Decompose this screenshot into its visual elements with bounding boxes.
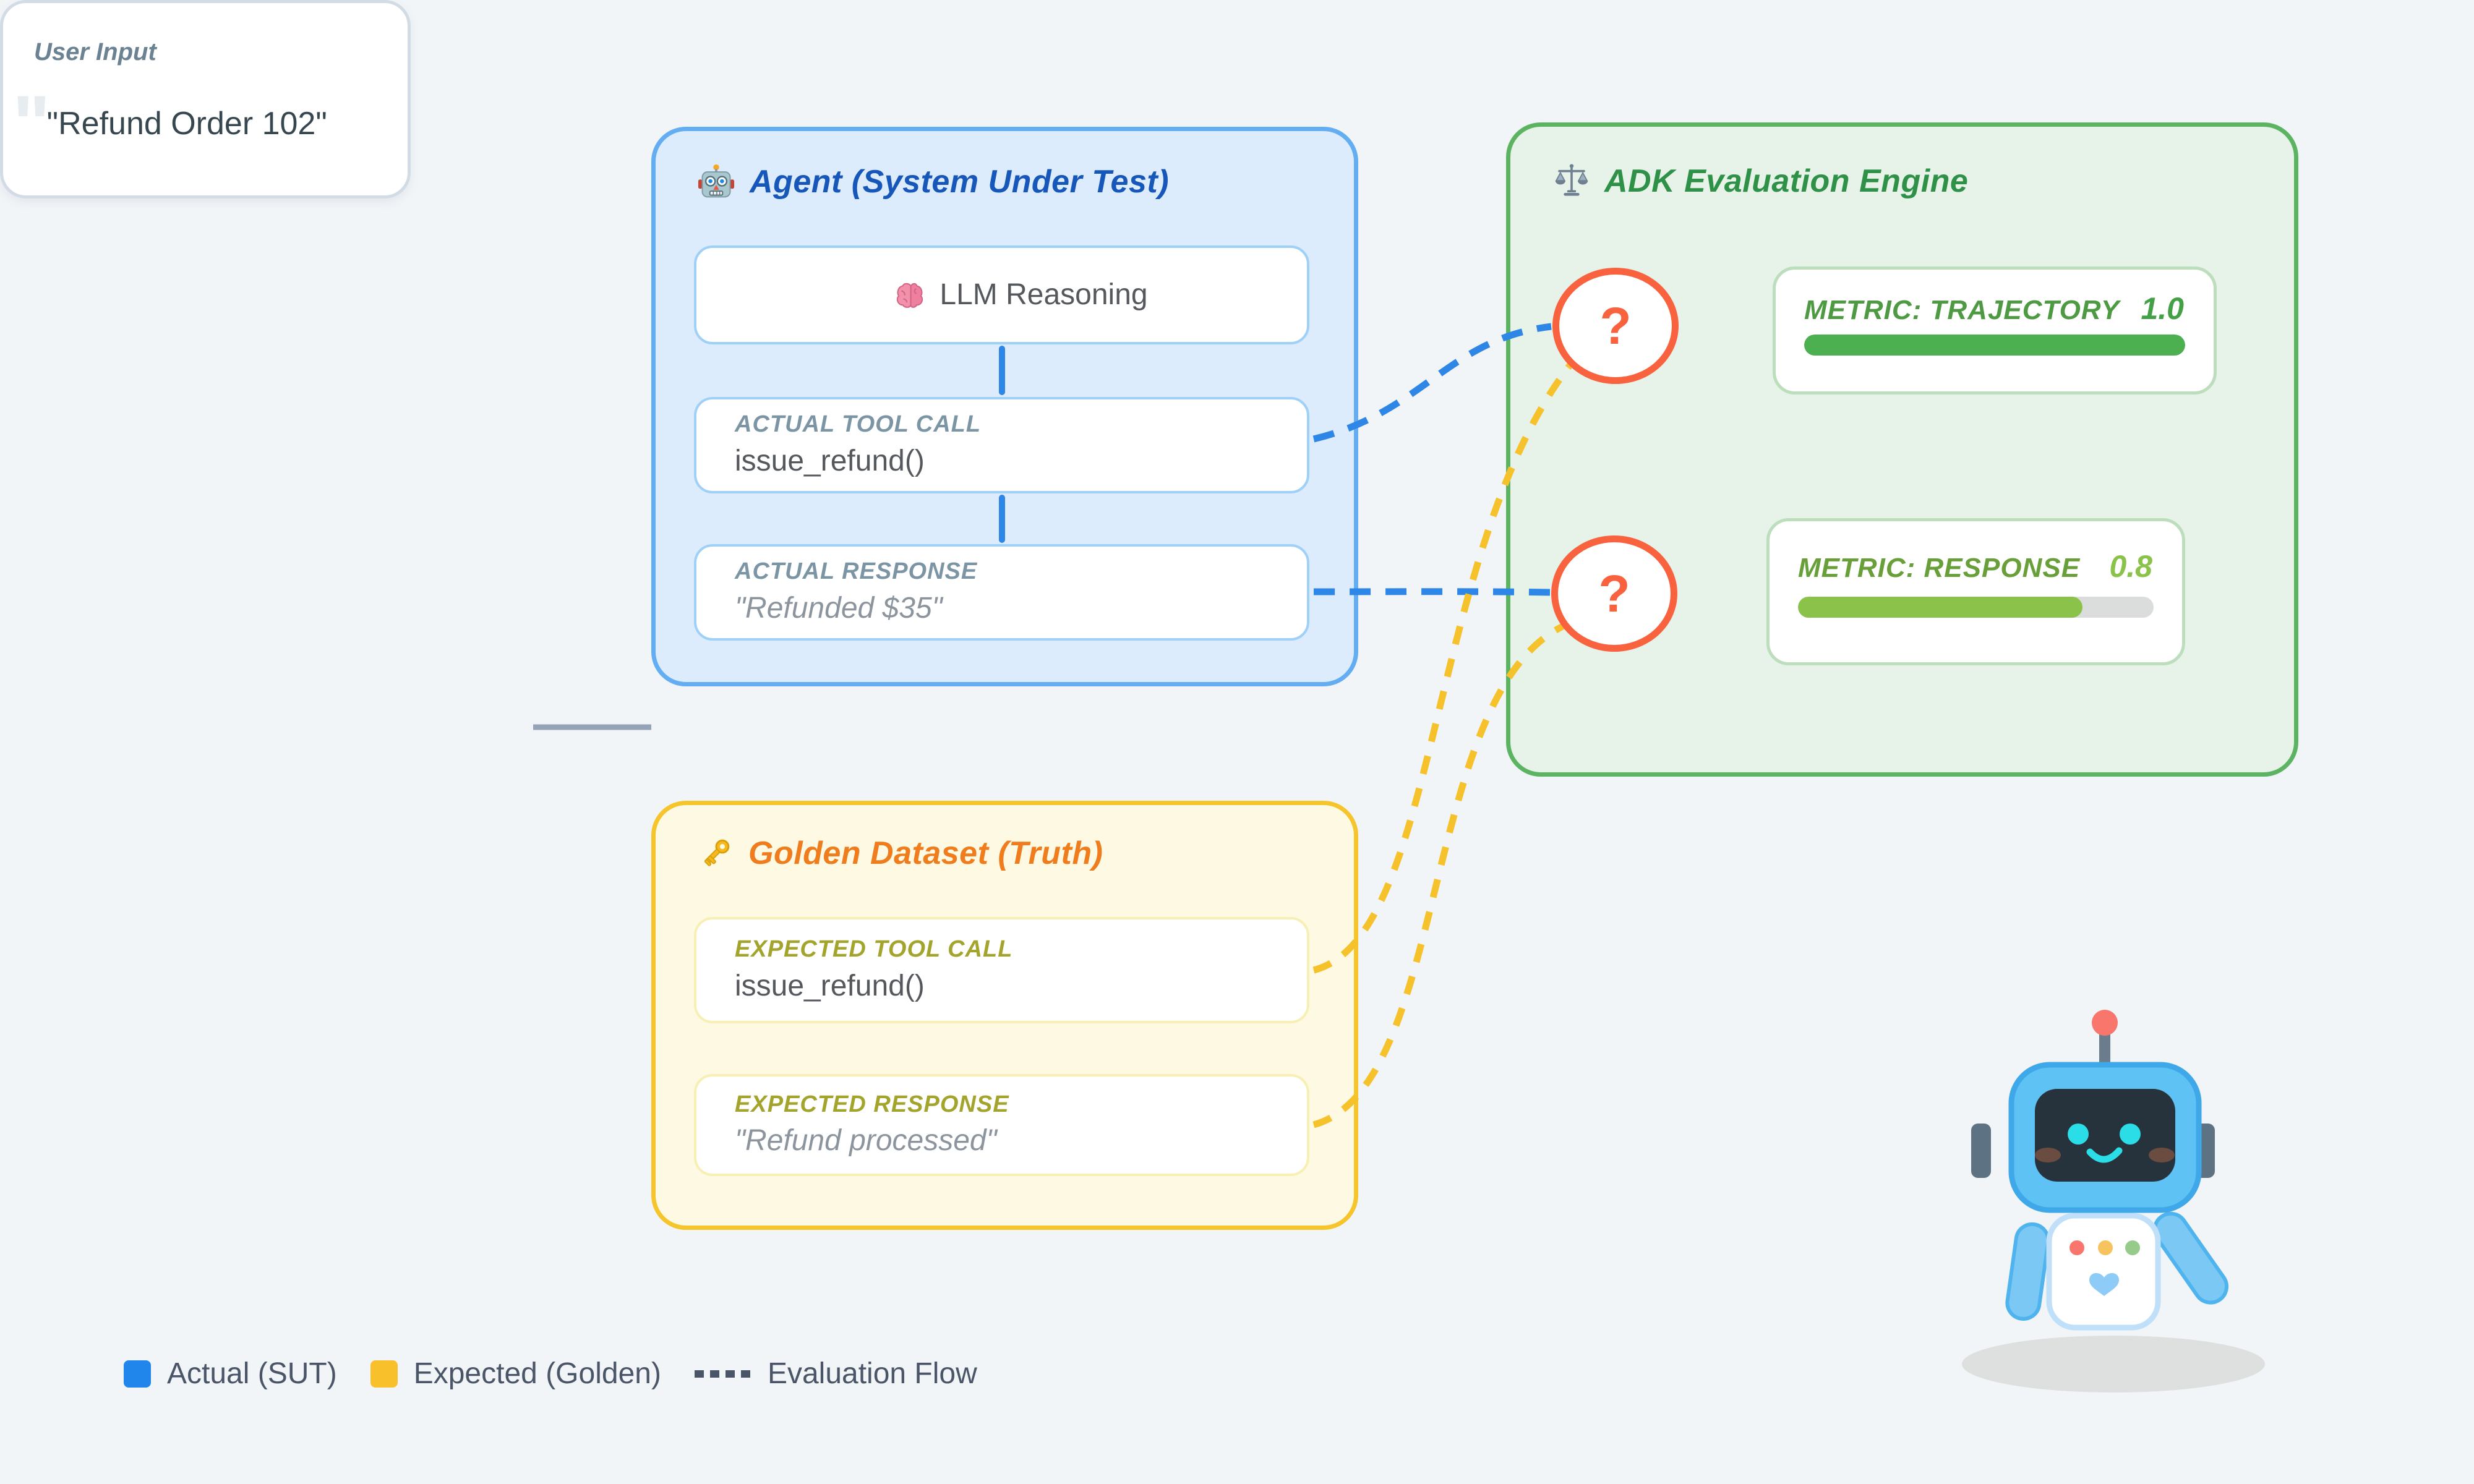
expected-response-card: EXPECTED RESPONSE "Refund processed": [694, 1074, 1309, 1176]
metric-trajectory-value: 1.0: [2141, 291, 2184, 326]
llm-reasoning-label: LLM Reasoning: [940, 278, 1148, 311]
agent-flow-connector-1: [999, 346, 1005, 395]
ghost-quote-decoration: ": [12, 79, 51, 169]
actual-color-swatch: [124, 1360, 151, 1388]
brain-icon: [897, 283, 923, 308]
metric-response-label: METRIC: RESPONSE: [1798, 553, 2081, 583]
metric-trajectory-label: METRIC: TRAJECTORY: [1804, 295, 2120, 325]
legend-item-flow: Evaluation Flow: [694, 1357, 977, 1391]
expected-color-swatch: [370, 1360, 398, 1388]
robot-emoji-icon: [698, 164, 735, 198]
metric-response-value: 0.8: [2109, 549, 2152, 584]
agent-flow-connector-2: [999, 495, 1005, 543]
expected-tool-call-label: EXPECTED TOOL CALL: [735, 936, 1013, 963]
agent-title: Agent (System Under Test): [750, 164, 1170, 200]
actual-response-card: ACTUAL RESPONSE "Refunded $35": [694, 544, 1309, 641]
llm-reasoning-card: LLM Reasoning: [694, 245, 1309, 344]
legend-actual-label: Actual (SUT): [167, 1357, 337, 1390]
robot-mascot: [1962, 1010, 2265, 1392]
expected-tool-call-value: issue_refund(): [735, 969, 925, 1002]
trajectory-progress-fill: [1804, 335, 2185, 356]
actual-tool-call-value: issue_refund(): [735, 444, 925, 477]
actual-tool-call-card: ACTUAL TOOL CALL issue_refund(): [694, 397, 1309, 493]
response-progress-fill: [1798, 597, 2082, 618]
engine-title-row: ADK Evaluation Engine: [1554, 163, 1968, 200]
trajectory-question-badge: ?: [1552, 268, 1679, 384]
metric-trajectory-card: METRIC: TRAJECTORY 1.0: [1773, 267, 2217, 394]
dashed-line-icon: [694, 1370, 751, 1378]
actual-tool-call-label: ACTUAL TOOL CALL: [735, 411, 982, 438]
agent-title-row: Agent (System Under Test): [698, 163, 1169, 200]
key-icon: [704, 839, 730, 866]
legend-item-actual: Actual (SUT): [124, 1357, 337, 1391]
response-question-badge: ?: [1551, 535, 1677, 652]
expected-response-label: EXPECTED RESPONSE: [735, 1091, 1009, 1117]
user-input-title: User Input: [34, 38, 156, 66]
scales-icon: [1555, 164, 1588, 196]
golden-title-row: Golden Dataset (Truth): [698, 835, 1103, 872]
response-progress-track: [1798, 597, 2154, 618]
metric-response-card: METRIC: RESPONSE 0.8: [1766, 518, 2185, 665]
legend-item-expected: Expected (Golden): [370, 1357, 661, 1391]
expected-tool-call-card: EXPECTED TOOL CALL issue_refund(): [694, 917, 1309, 1023]
actual-response-value: "Refunded $35": [735, 591, 943, 625]
legend: Actual (SUT) Expected (Golden) Evaluatio…: [124, 1357, 977, 1391]
legend-expected-label: Expected (Golden): [413, 1357, 661, 1390]
trajectory-progress-track: [1804, 335, 2185, 356]
evaluation-engine-box: ADK Evaluation Engine ? METRIC: TRAJECTO…: [1506, 122, 2298, 777]
engine-title: ADK Evaluation Engine: [1604, 163, 1969, 199]
expected-response-value: "Refund processed": [735, 1124, 997, 1158]
golden-title: Golden Dataset (Truth): [748, 835, 1103, 871]
legend-flow-label: Evaluation Flow: [767, 1357, 977, 1390]
mascot-shadow: [1962, 1336, 2265, 1392]
user-input-value: "Refund Order 102": [46, 106, 327, 142]
agent-sut-box: Agent (System Under Test) LLM Reasoning …: [651, 127, 1358, 686]
user-input-value-row: " "Refund Order 102": [12, 79, 327, 169]
actual-response-label: ACTUAL RESPONSE: [735, 558, 978, 585]
user-input-box: User Input " "Refund Order 102": [0, 0, 411, 198]
golden-dataset-box: Golden Dataset (Truth) EXPECTED TOOL CAL…: [651, 801, 1358, 1230]
